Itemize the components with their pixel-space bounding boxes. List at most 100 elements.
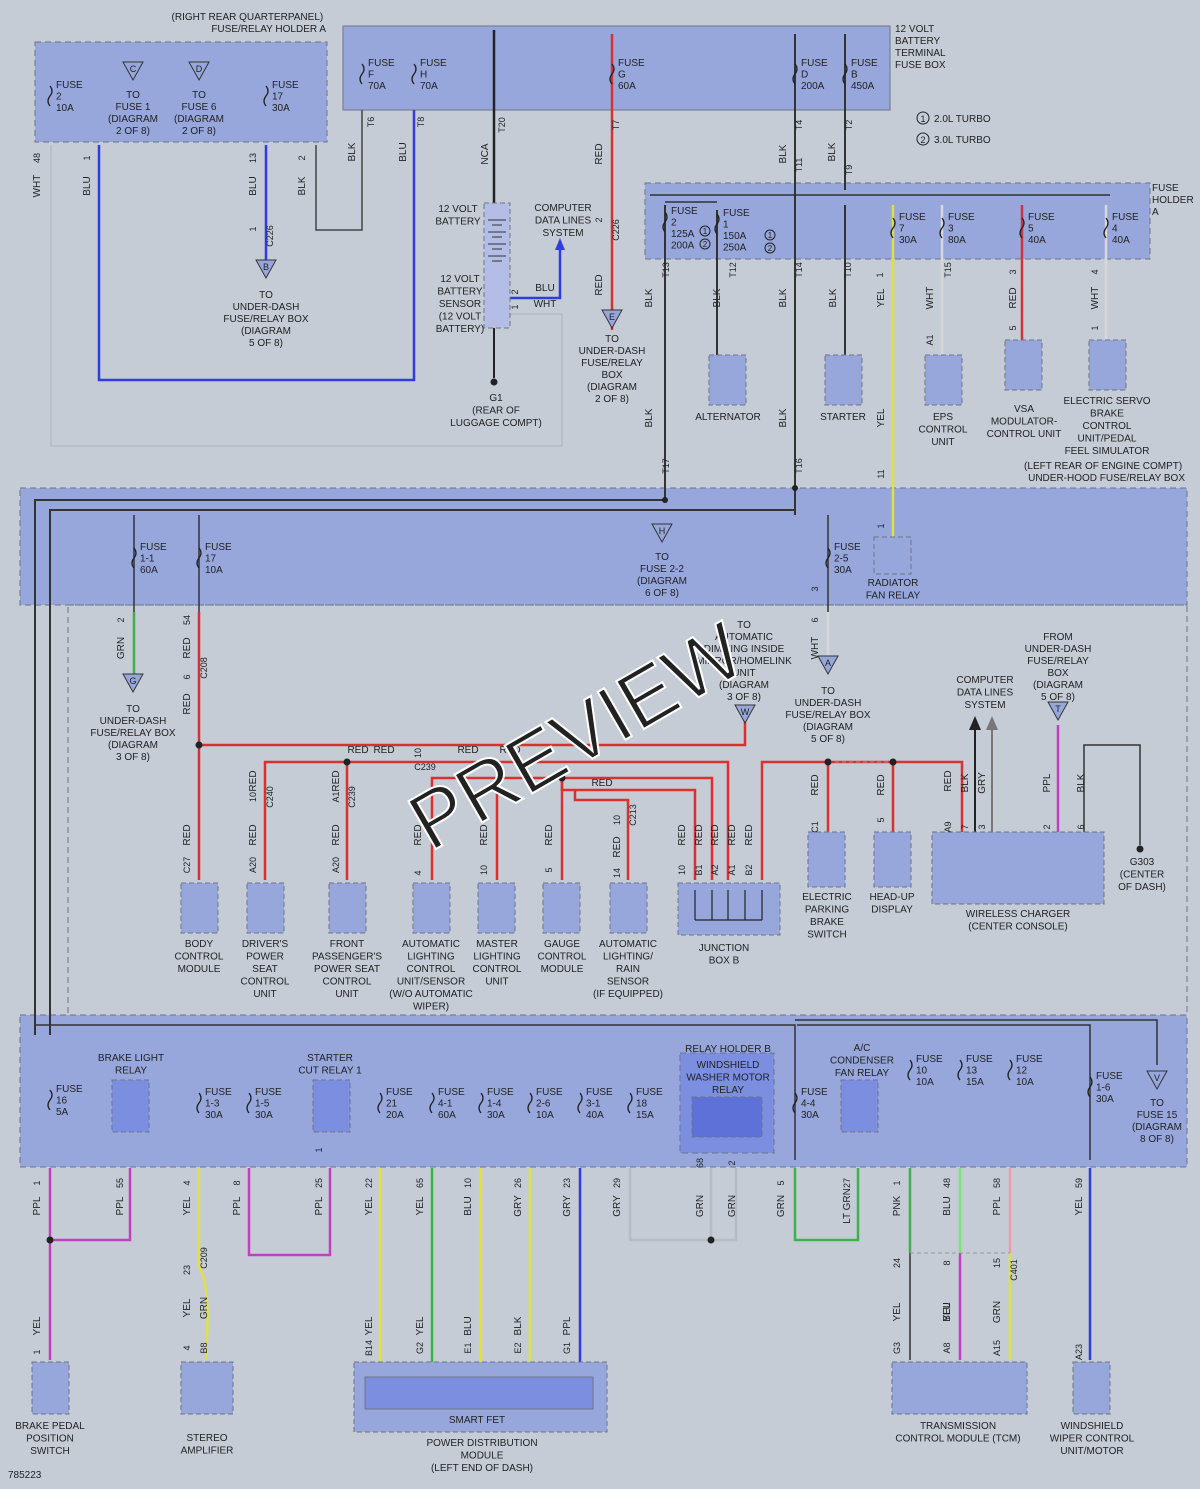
pin-number: T2 — [844, 120, 854, 131]
pin-number: T7 — [611, 120, 621, 131]
wire-label: YEL — [892, 1302, 903, 1321]
pin-number: 23 — [562, 1178, 572, 1188]
pin-number: 1 — [876, 523, 886, 528]
svg-text:B: B — [263, 262, 269, 272]
wire-label: NCA — [480, 143, 491, 164]
wire-label: GRN — [695, 1195, 706, 1217]
svg-text:E: E — [609, 312, 615, 322]
wire-label: RED — [347, 745, 368, 756]
svg-text:1: 1 — [920, 114, 925, 124]
wire-label: RED — [544, 824, 555, 845]
pin-number: 3 — [810, 586, 820, 591]
connector-label: C240 — [265, 786, 275, 808]
pin-number: 5 — [776, 1180, 786, 1185]
pin-number: 10 — [248, 792, 258, 802]
svg-text:D: D — [196, 64, 203, 74]
wires — [34, 30, 1158, 1365]
wire-label: BLU — [942, 1196, 953, 1215]
wire-label: RED — [876, 774, 887, 795]
pin-number: 2 — [510, 289, 520, 294]
pin-number: T4 — [794, 120, 804, 131]
wire-label: RED — [479, 824, 490, 845]
wire-label: RED — [694, 824, 705, 845]
pin-number: B1 — [694, 864, 704, 875]
wire-label: RED — [710, 824, 721, 845]
pin-number: 3 — [1008, 269, 1018, 274]
label-smart-fet: SMART FET — [449, 1415, 505, 1426]
quarterpanel-fuse-holder — [34, 41, 328, 143]
pin-number: B14 — [364, 1340, 374, 1356]
wire-label: BLK — [960, 773, 971, 792]
pin-number: E2 — [513, 1342, 523, 1353]
svg-text:A: A — [825, 658, 831, 668]
wire-label: YEL — [415, 1316, 426, 1335]
wire-label: GRN — [727, 1195, 738, 1217]
wire-label: GRN — [199, 1297, 210, 1319]
wire-label: BLU — [248, 176, 259, 195]
pin-number: A1 — [331, 791, 341, 802]
wire-label: BLK — [778, 408, 789, 427]
wire-label: RED — [182, 824, 193, 845]
wire-label: BLK — [827, 142, 838, 161]
wire-label: RED — [182, 693, 193, 714]
underhood-fuse-relay-box — [19, 487, 1188, 606]
pin-number: 14 — [612, 868, 622, 878]
wire-label: RED — [248, 824, 259, 845]
wire-label: BLK — [1076, 773, 1087, 792]
pin-number: 1 — [32, 1349, 42, 1354]
diagram-id: 785223 — [8, 1470, 42, 1481]
wire-label: YEL — [942, 1302, 953, 1321]
wire-label: BLU — [82, 176, 93, 195]
pin-number: 10 — [677, 865, 687, 875]
pin-number: T17 — [661, 458, 671, 474]
pin-number: 7 — [960, 824, 970, 829]
junction-box-b-internals — [694, 890, 763, 921]
relay-holder-b-title: RELAY HOLDER B — [685, 1044, 771, 1055]
pin-number: 1 — [314, 1147, 324, 1152]
pin-number: 15 — [992, 1258, 1002, 1268]
wire-label: GRN — [116, 637, 127, 659]
wire-label: GRN — [992, 1301, 1003, 1323]
pin-number: 4 — [182, 1345, 192, 1350]
label-alternator: ALTERNATOR — [695, 412, 761, 423]
underhood-title: (LEFT REAR OF ENGINE COMPT) UNDER-HOOD F… — [1024, 461, 1185, 484]
pin-number: 4 — [413, 870, 423, 875]
pin-number: A8 — [942, 1342, 952, 1353]
wire-label: BLK — [347, 142, 358, 161]
pin-number: 26 — [513, 1178, 523, 1188]
